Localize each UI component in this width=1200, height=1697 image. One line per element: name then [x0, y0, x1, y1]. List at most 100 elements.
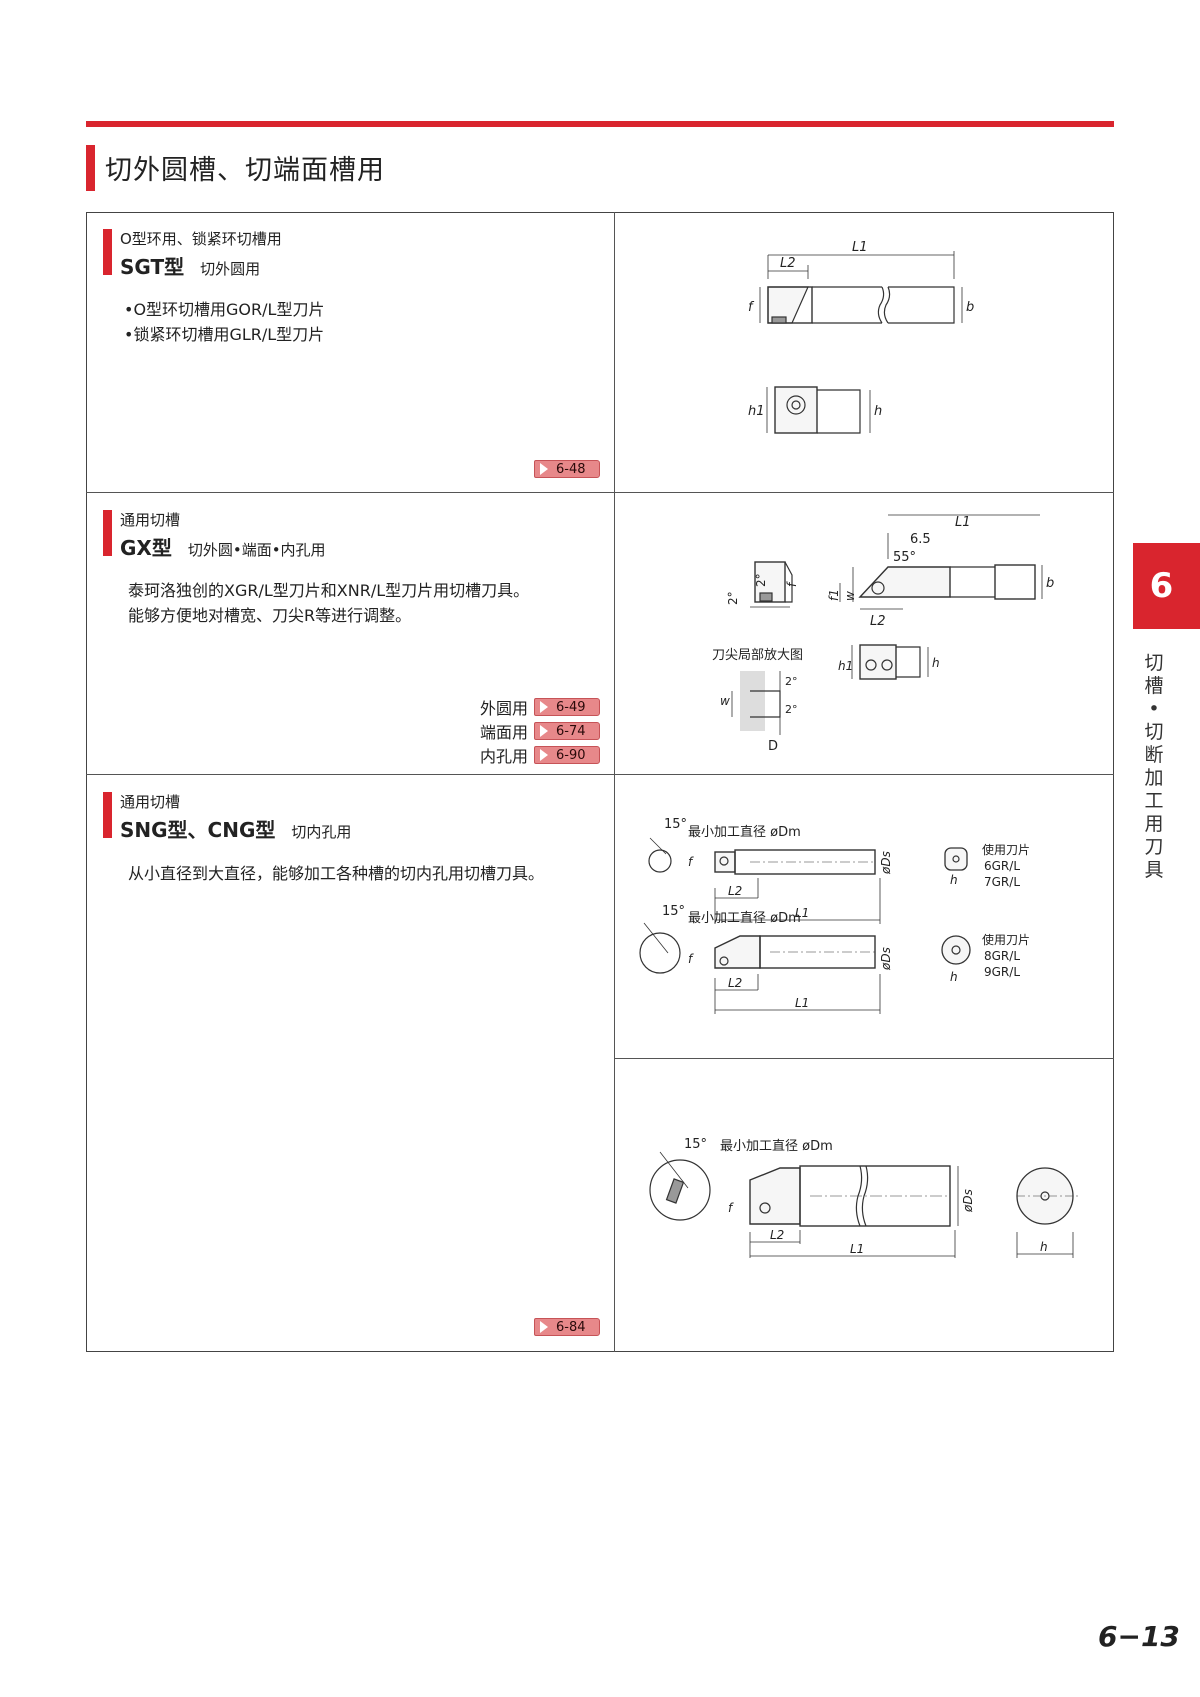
dim-label-f1: f1 [827, 589, 841, 601]
dim-label-angle-2: 2° [754, 573, 768, 587]
description-line: 能够方便地对槽宽、刀尖R等进行调整。 [128, 606, 412, 625]
section-description: 从小直径到大直径，能够加工各种槽的切内孔用切槽刀具。 [128, 861, 544, 886]
section-note: 切外圆•端面•内孔用 [187, 541, 326, 559]
dim-label-h: h [932, 656, 940, 670]
page-reference[interactable]: 6-48 [534, 460, 600, 478]
section-accent-bar [103, 229, 112, 275]
dim-label-f: f [728, 1201, 734, 1215]
title-accent-bar [86, 145, 95, 191]
tool-type-name: SNG型、CNG型 [120, 818, 276, 842]
dim-label-h: h [950, 873, 958, 887]
section-subtitle: O型环用、锁紧环切槽用 [120, 230, 282, 248]
chapter-title-char: 刀 [1144, 836, 1164, 858]
insert-code: 9GR/L [984, 965, 1020, 979]
min-diameter-label: 最小加工直径 øDm [688, 825, 801, 840]
dim-label-f: f [688, 952, 694, 966]
page-reference[interactable]: 6-84 [534, 1318, 600, 1336]
chapter-title-char: • [1148, 698, 1160, 720]
page-reference[interactable]: 内孔用 6-90 [480, 743, 600, 767]
insert-code: 6GR/L [984, 859, 1020, 873]
page-number: 6−13 [1098, 1620, 1180, 1653]
dim-label-L2: L2 [770, 1228, 784, 1242]
dim-label-h: h [950, 970, 958, 984]
tool-type-name: SGT型 [120, 255, 185, 279]
column-divider [614, 212, 615, 1352]
drawing-divider [614, 1058, 1114, 1059]
dim-label-w-detail: w [720, 694, 730, 708]
detail-title: 刀尖局部放大图 [712, 648, 803, 663]
dim-label-L1: L1 [955, 515, 971, 530]
description-line: •O型环切槽用GOR/L型刀片 [124, 300, 325, 319]
dim-label-h1: h1 [838, 659, 853, 673]
dim-label-b: b [1046, 576, 1054, 591]
dim-label-b: b [966, 300, 974, 315]
page-reference-badge[interactable]: 6-48 [534, 460, 600, 478]
chapter-title-char: 具 [1144, 859, 1164, 881]
dim-label-h: h [874, 404, 882, 419]
dim-label-angle-2-top: 2° [785, 675, 798, 688]
section-description: •O型环切槽用GOR/L型刀片 •锁紧环切槽用GLR/L型刀片 [124, 297, 324, 347]
page-title: 切外圆槽、切端面槽用 [105, 155, 385, 186]
dim-label-angle-2-bottom: 2° [785, 703, 798, 716]
insert-code: 8GR/L [984, 949, 1020, 963]
section-subtitle: 通用切槽 [120, 511, 181, 529]
section-name: SNG型、CNG型切内孔用 [120, 814, 351, 843]
section-note: 切外圆用 [200, 260, 261, 278]
chapter-tab[interactable]: 6 [1133, 543, 1200, 629]
dim-label-6-5: 6.5 [910, 532, 931, 547]
row-divider-1 [86, 492, 1114, 493]
description-line: •锁紧环切槽用GLR/L型刀片 [124, 325, 325, 344]
dim-label-f: f [785, 581, 799, 587]
dim-label-L1: L1 [852, 240, 868, 255]
min-diameter-label: 最小加工直径 øDm [688, 911, 801, 926]
page-reference-badge[interactable]: 6-49 [534, 698, 600, 716]
min-diameter-label: 最小加工直径 øDm [720, 1139, 833, 1154]
section-note: 切内孔用 [291, 823, 352, 841]
page-reference-label: 端面用 [479, 723, 528, 742]
dim-label-w: w [843, 591, 857, 601]
chapter-title-char: 切 [1144, 721, 1164, 743]
angle-label: 15° [664, 817, 687, 832]
page-reference-label: 内孔用 [479, 747, 528, 766]
dim-label-L2: L2 [780, 256, 796, 271]
dim-label-L1: L1 [795, 996, 809, 1010]
page-reference[interactable]: 端面用 6-74 [480, 719, 600, 743]
dim-label-f: f [688, 855, 694, 869]
page-reference-badge[interactable]: 6-90 [534, 746, 600, 764]
sgt-drawing: L1 L2 f b h1 h [748, 240, 974, 434]
section-description: 泰珂洛独创的XGR/L型刀片和XNR/L型刀片用切槽刀具。 能够方便地对槽宽、刀… [128, 578, 529, 628]
page-reference[interactable]: 外圆用 6-49 [480, 695, 600, 719]
description-line: 泰珂洛独创的XGR/L型刀片和XNR/L型刀片用切槽刀具。 [128, 581, 530, 600]
arrow-right-icon [540, 701, 548, 713]
dim-label-angle-55: 55° [893, 550, 916, 565]
dim-label-h1: h1 [748, 404, 765, 419]
chapter-title-char: 切 [1144, 652, 1164, 674]
row-divider-2 [86, 774, 1114, 775]
chapter-title-char: 工 [1144, 790, 1164, 812]
chapter-title-vertical: 切 槽 • 切 断 加 工 用 刀 具 [1143, 652, 1165, 882]
section-name: SGT型切外圆用 [120, 251, 260, 280]
dim-label-D: D [768, 739, 778, 754]
chapter-title-char: 槽 [1144, 675, 1164, 697]
dim-label-Ds: øDs [879, 851, 893, 875]
dim-label-L1: L1 [850, 1242, 864, 1256]
dim-label-L2: L2 [728, 976, 742, 990]
chapter-title-char: 加 [1144, 767, 1164, 789]
page-reference-badge[interactable]: 6-84 [534, 1318, 600, 1336]
chapter-title-char: 断 [1144, 744, 1164, 766]
section-subtitle: 通用切槽 [120, 793, 181, 811]
dim-label-L2: L2 [728, 884, 742, 898]
page-reference-badge[interactable]: 6-74 [534, 722, 600, 740]
cng-drawing: 15° 最小加工直径 øDm L2 L1 f øDs h [649, 1137, 1080, 1258]
insert-title: 使用刀片 [982, 842, 1030, 857]
tool-type-name: GX型 [120, 536, 172, 560]
dim-label-angle-2-left: 2° [726, 591, 740, 605]
section-accent-bar [103, 510, 112, 556]
sng-drawings: 15° 最小加工直径 øDm L2 L1 f øDs h 使用刀片 6GR/L … [639, 817, 1030, 1014]
section-accent-bar [103, 792, 112, 838]
insert-code: 7GR/L [984, 875, 1020, 889]
arrow-right-icon [540, 463, 548, 475]
product-table [86, 212, 1114, 1352]
dim-label-f: f [748, 300, 755, 315]
dim-label-Ds: øDs [961, 1189, 975, 1213]
